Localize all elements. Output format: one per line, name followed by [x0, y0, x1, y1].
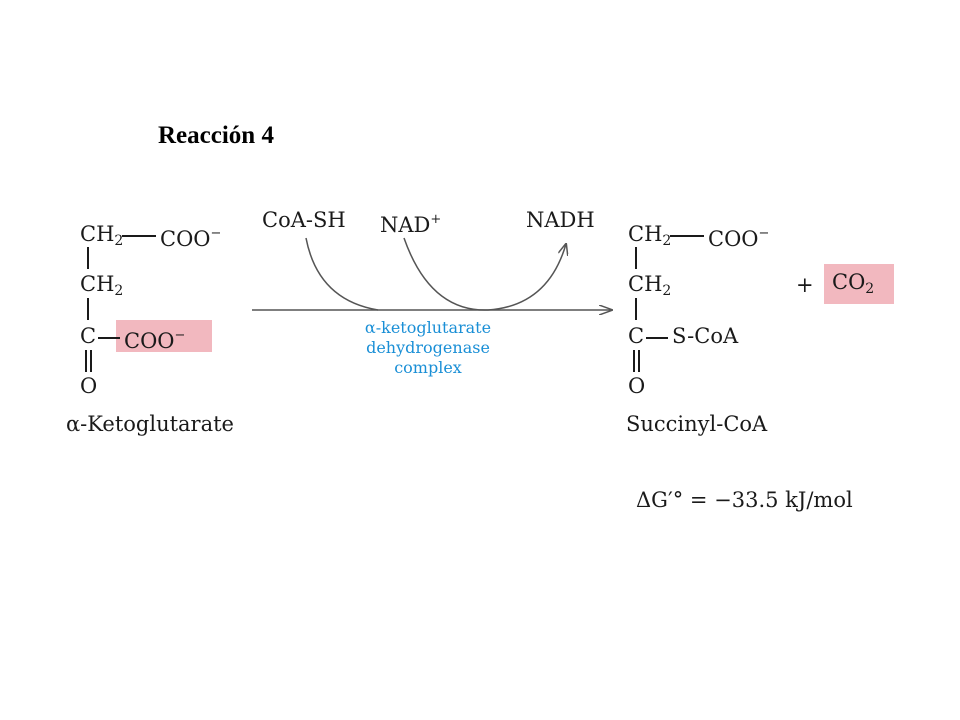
- co2-highlight: [824, 264, 894, 304]
- coash-curve-arrow: [305, 237, 379, 311]
- substrate-name: α-Ketoglutarate: [66, 412, 234, 436]
- free-energy-label: ΔG′° = −33.5 kJ/mol: [636, 488, 853, 512]
- substrate-bond-c-coo: [98, 337, 120, 339]
- enzyme-line2: dehydrogenase: [366, 338, 490, 357]
- substrate-oxygen: O: [80, 374, 98, 398]
- substrate-row1-group: COO−: [160, 226, 222, 251]
- product-double-bond-a: [633, 350, 635, 372]
- co2-label: CO2: [832, 270, 875, 297]
- product-thioester: S-CoA: [672, 324, 739, 348]
- product-bond-v1: [635, 247, 637, 269]
- product-row3-c: C: [628, 324, 645, 348]
- enzyme-label: α-ketoglutarate dehydrogenase complex: [318, 318, 538, 378]
- product-double-bond-b: [638, 350, 640, 372]
- substrate-carboxyl-highlight: [116, 320, 212, 352]
- product-oxygen: O: [628, 374, 646, 398]
- substrate-row2: CH2: [80, 272, 124, 299]
- substrate-row3-c: C: [80, 324, 97, 348]
- substrate-bond-v2: [87, 298, 89, 320]
- substrate-carboxyl: COO−: [124, 328, 186, 353]
- substrate-double-bond-b: [90, 350, 92, 372]
- substrate-bond-v1: [87, 247, 89, 269]
- product-bond-c-scoa: [646, 337, 668, 339]
- product-bond-ch2-coo: [670, 235, 704, 237]
- substrate-double-bond-a: [85, 350, 87, 372]
- product-row1-group: COO−: [708, 226, 770, 251]
- product-bond-v2: [635, 298, 637, 320]
- enzyme-line3: complex: [394, 358, 462, 377]
- substrate-bond-ch2-coo: [122, 235, 156, 237]
- product-row2: CH2: [628, 272, 672, 299]
- coash-label: CoA-SH: [262, 208, 346, 232]
- product-name: Succinyl-CoA: [626, 412, 768, 436]
- reaction-title: Reacción 4: [158, 122, 274, 149]
- plus-sign: +: [796, 273, 814, 297]
- product-row1: CH2: [628, 222, 672, 249]
- enzyme-line1: α-ketoglutarate: [364, 318, 492, 337]
- nadh-label: NADH: [526, 208, 595, 232]
- nad-label: NAD+: [380, 212, 442, 237]
- nad-to-nadh-curve-arrow: [403, 237, 566, 311]
- substrate-row1: CH2: [80, 222, 124, 249]
